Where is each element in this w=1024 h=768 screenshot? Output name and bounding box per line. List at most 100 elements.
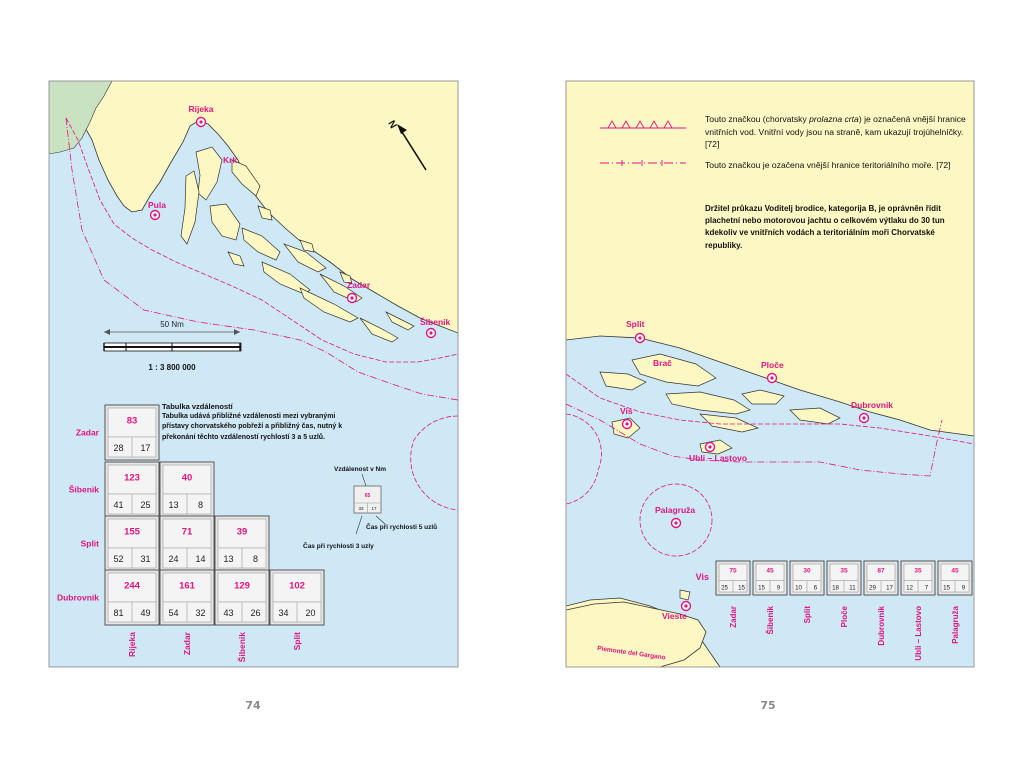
key-t3: 33 [358,506,364,511]
cell-distance: 83 [127,416,138,427]
cell-distance: 39 [237,527,248,538]
city-vieste: Vieste [662,600,692,621]
svg-text:Brač: Brač [653,358,672,368]
vis-column-label: Zadar [729,606,738,628]
cell-time-3kn: 34 [278,608,288,618]
cell-time-3kn: 43 [223,608,233,618]
svg-text:Split: Split [626,319,645,329]
left-page-number: 74 [245,699,261,712]
palagruza-circle [639,483,713,557]
distance-table-description: Tabulka udává přibližné vzdálenosti mezi… [162,413,343,441]
vis-distance-cell: 35 12 7 [900,560,936,596]
cell-time-5kn: 11 [849,585,856,592]
city-pula: Pula [148,200,166,221]
cell-time-5kn: 17 [886,585,893,592]
legend-internal-waters-symbol [600,120,686,129]
city-rijeka: Rijeka [188,104,214,128]
cell-distance: 123 [124,473,140,484]
row-label: Dubrovnik [57,593,99,603]
city-zadar: Zadar [346,280,371,304]
cell-time-3kn: 15 [943,585,950,592]
city-dubrovnik: Dubrovnik [851,400,893,424]
cell-distance: 35 [914,568,922,575]
cell-time-3kn: 13 [168,500,178,510]
cell-time-3kn: 54 [168,608,178,618]
legend-territorial-text: Touto značkou je ozačena vnější hranice … [705,160,951,170]
city-split: Split [626,319,646,344]
cell-distance: 45 [766,568,774,575]
cell-time-3kn: 24 [168,554,178,564]
key-distance-label: Vzdálenost v Nm [334,466,386,473]
cell-time-5kn: 6 [814,585,818,592]
cell-time-3kn: 28 [113,443,123,453]
cell-time-3kn: 13 [223,554,233,564]
right-boundary-arc [566,413,602,505]
license-note: Držitel průkazu Voditelj brodice, katego… [705,204,945,250]
cell-time-5kn: 17 [140,443,150,453]
vis-column-label: Ubli – Lastovo [914,606,923,661]
svg-text:Pula: Pula [148,200,166,210]
right-internal-waters-line [566,373,974,445]
svg-text:Krk: Krk [223,155,237,165]
svg-text:Vis: Vis [620,406,633,416]
column-label: Rijeka [127,632,137,657]
column-label: Split [292,632,302,651]
key-speed5-label: Čas při rychlosti 5 uzlů [366,522,437,531]
left-city-markers: Rijeka Krk Pula Zadar Šibenik [148,104,451,339]
distance-key: 65 33 17 Vzdálenost v Nm Čas při rychlos… [303,466,437,550]
left-foreign-land [49,81,113,155]
cell-distance: 35 [840,568,848,575]
cell-distance: 161 [179,581,196,592]
key-t5: 17 [371,506,377,511]
cell-time-5kn: 9 [962,585,966,592]
cell-time-3kn: 52 [113,554,123,564]
cell-time-3kn: 12 [906,585,913,592]
cell-distance: 102 [289,581,305,592]
cell-time-5kn: 15 [738,585,745,592]
right-page-number: 75 [760,699,775,712]
right-territorial-line [566,403,943,477]
scale-bar: 50 Nm 1 : 3 800 000 [103,320,242,372]
cell-time-5kn: 7 [925,585,929,592]
city-ubli-lastovo: Ubli – Lastovo [689,441,747,463]
svg-text:Ploče: Ploče [761,360,784,370]
svg-text:Šibenik: Šibenik [420,316,451,327]
column-label: Zadar [182,631,192,655]
city-sibenik: Šibenik [420,316,451,339]
svg-text:Zadar: Zadar [347,280,371,290]
right-map-frame [565,80,975,668]
city-ploce: Ploče [761,360,784,384]
cell-time-5kn: 26 [250,608,260,618]
cell-time-3kn: 18 [832,585,839,592]
compass-letter: N [385,119,398,131]
cell-distance: 244 [124,581,141,592]
cell-distance: 71 [182,527,193,538]
distance-cell: 39 13 8 [214,515,270,572]
row-label: Zadar [76,428,100,438]
cell-time-3kn: 15 [758,585,765,592]
cell-time-5kn: 25 [140,500,150,510]
vis-column-label: Split [803,606,812,624]
city-brac: Brač [653,358,672,368]
compass-arrow: N [385,119,427,171]
svg-text:Ubli – Lastovo: Ubli – Lastovo [689,453,747,463]
vis-column-label: Šibenik [766,605,775,634]
cell-time-5kn: 31 [140,554,150,564]
cell-time-5kn: 8 [253,554,258,564]
scale-distance: 50 Nm [160,320,184,329]
svg-text:Rijeka: Rijeka [188,104,213,114]
row-label: Split [81,539,100,549]
city-vis: Vis [620,406,633,430]
vis-row-label: Vis [696,572,709,582]
vis-column-label: Palagruža [951,605,960,643]
svg-text:Vieste: Vieste [662,611,687,621]
right-islands [599,353,841,601]
